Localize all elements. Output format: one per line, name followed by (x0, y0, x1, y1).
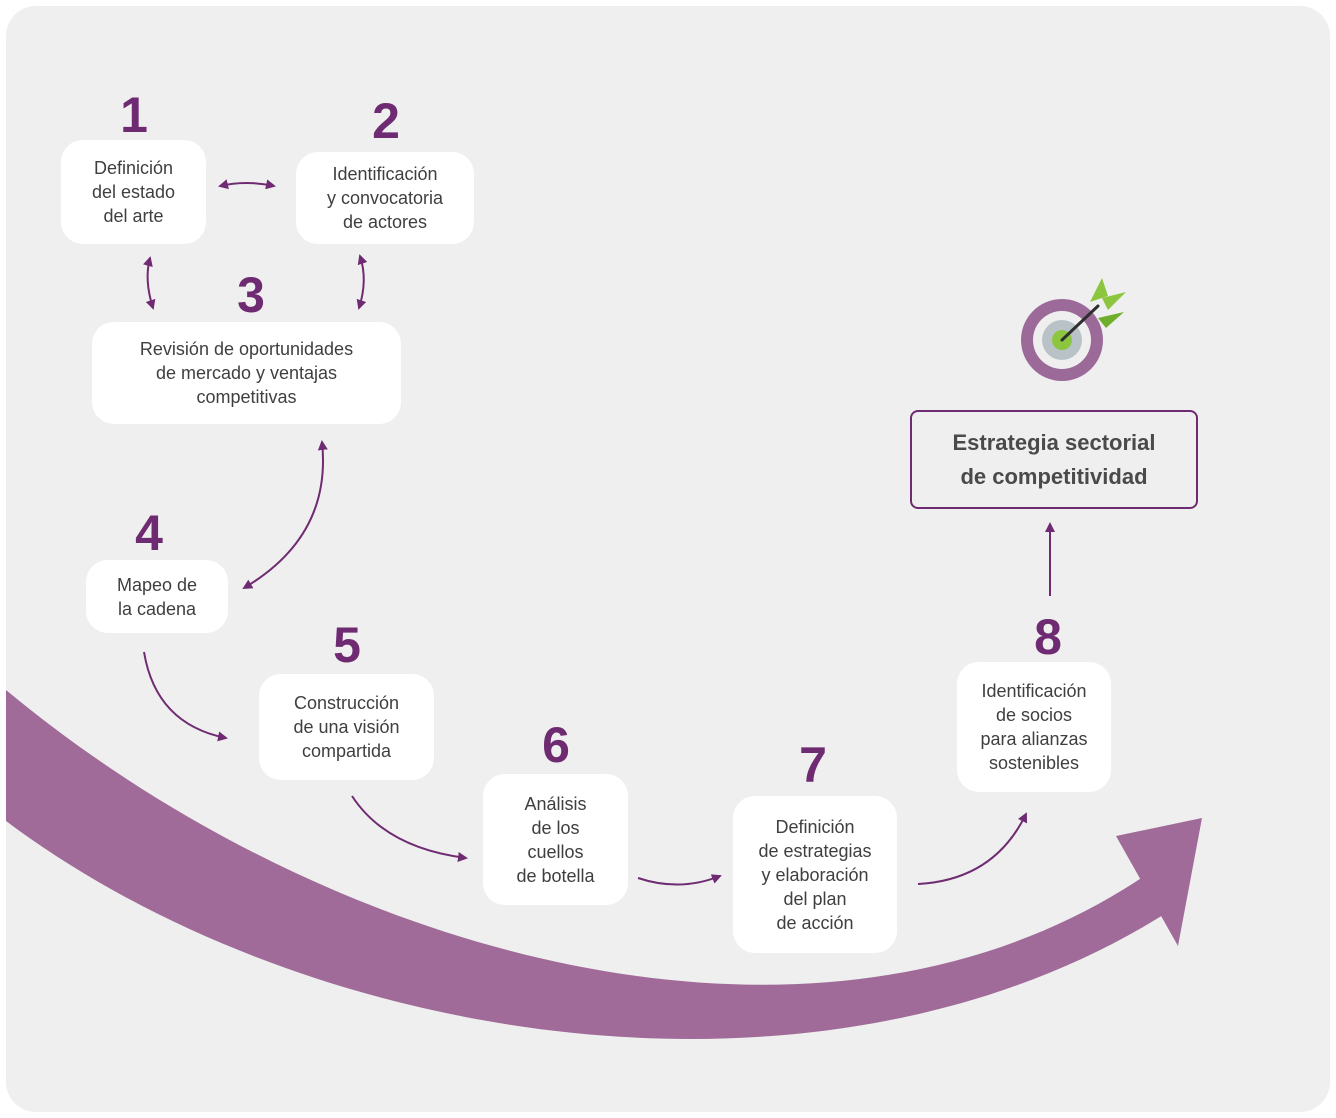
step-2-label: Identificación y convocatoria de actores (326, 164, 444, 232)
arrow-1-2 (218, 179, 276, 190)
arrow-3-4 (242, 440, 328, 590)
step-7-label: Definición de estrategias y elaboración … (758, 816, 872, 933)
goal-label: Estrategia sectorial de competitividad (952, 429, 1156, 489)
step-8-number: 8 (1034, 609, 1062, 665)
step-6-label: Análisis de los cuellos de botella (516, 793, 595, 886)
step-3-label: Revisión de oportunidades de mercado y v… (139, 339, 354, 407)
step-7-number: 7 (799, 737, 827, 793)
step-4-label: Mapeo de la cadena (116, 574, 198, 619)
step-6-box: Análisis de los cuellos de botella (483, 774, 628, 905)
swoosh-body (6, 690, 1171, 1039)
step-7-box: Definición de estrategias y elaboración … (733, 796, 897, 953)
step-2-number: 2 (372, 93, 400, 149)
step-4-number: 4 (135, 505, 163, 561)
step-3-box: Revisión de oportunidades de mercado y v… (92, 322, 401, 424)
arrow-5-6 (351, 795, 468, 862)
step-6-number: 6 (542, 717, 570, 773)
arrow-7-8 (917, 812, 1028, 885)
step-1-box: Definición del estado del arte (61, 140, 206, 244)
step-8-label: Identificación de socios para alianzas s… (980, 681, 1088, 773)
step-5-number: 5 (333, 617, 361, 673)
arrow-6-7 (637, 874, 722, 886)
target-icon (1021, 278, 1126, 381)
step-4-box: Mapeo de la cadena (86, 560, 228, 633)
swoosh-head (1116, 818, 1202, 946)
step-3-number: 3 (237, 267, 265, 323)
arrow-4-5 (143, 651, 228, 742)
step-5-label: Construcción de una visión compartida (293, 693, 400, 761)
step-1-label: Definición del estado del arte (91, 158, 176, 226)
step-5-box: Construcción de una visión compartida (259, 674, 434, 780)
diagram-canvas: Definición del estado del arte Identific… (6, 6, 1330, 1112)
step-2-box: Identificación y convocatoria de actores (296, 152, 474, 244)
arrow-1-3 (143, 256, 156, 310)
swoosh-arrow (6, 690, 1202, 1039)
goal-box: Estrategia sectorial de competitividad (910, 410, 1198, 509)
arrow-2-3 (356, 254, 368, 310)
step-8-box: Identificación de socios para alianzas s… (957, 662, 1111, 792)
step-1-number: 1 (120, 87, 148, 143)
connectors (143, 179, 1055, 886)
